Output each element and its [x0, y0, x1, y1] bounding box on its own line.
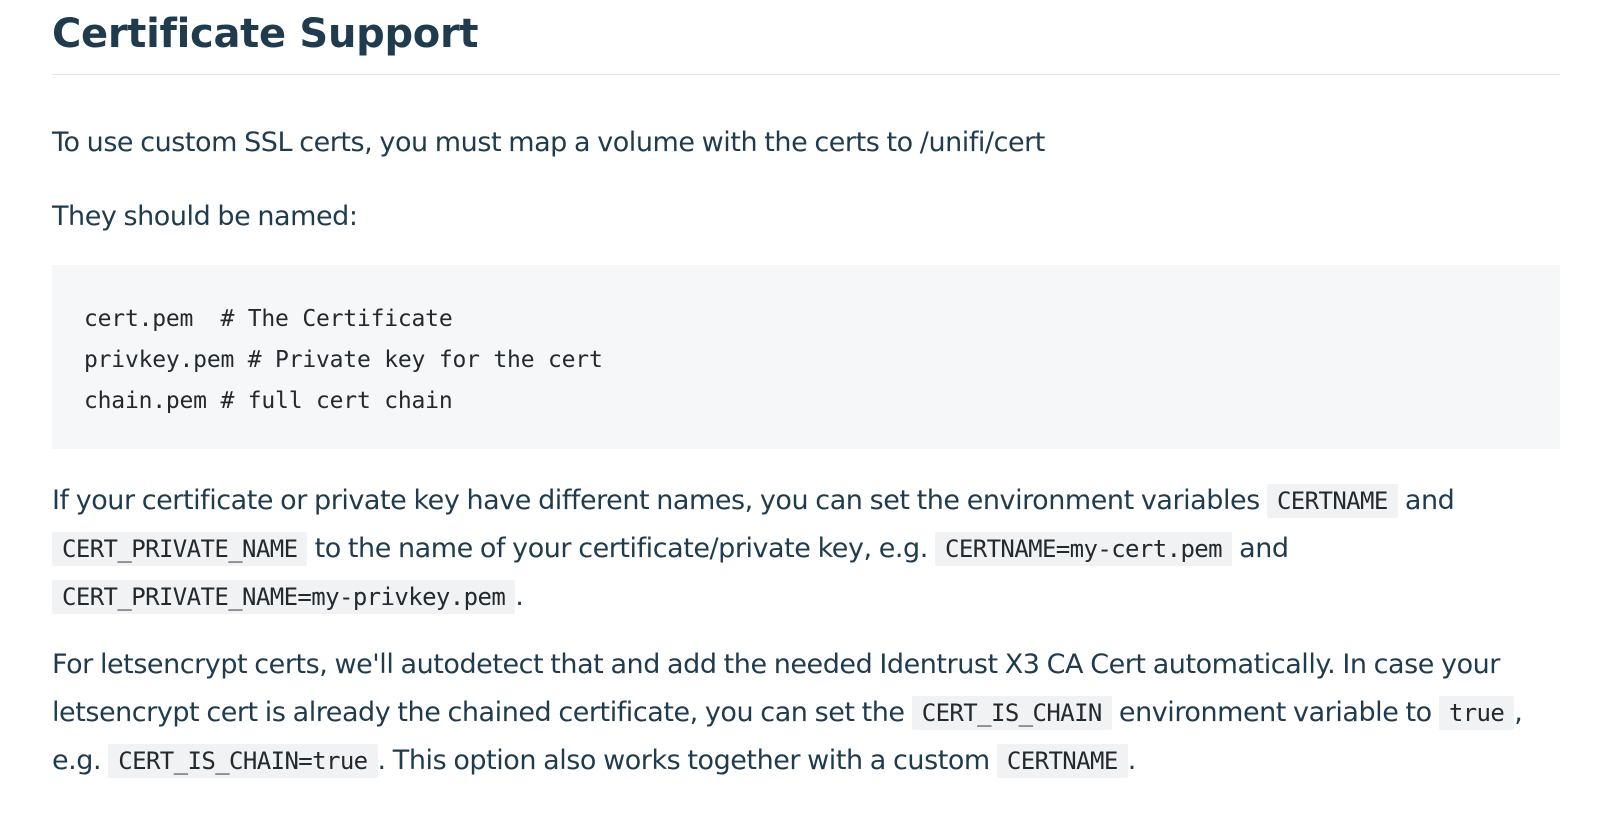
text: to the name of your certificate/private … [307, 533, 936, 564]
text: e.g. [52, 745, 109, 776]
inline-code: CERT_PRIVATE_NAME=my-privkey.pem [52, 580, 516, 614]
text: and [1397, 485, 1455, 516]
inline-code: CERT_IS_CHAIN [911, 696, 1112, 730]
letsencrypt-paragraph: For letsencrypt certs, we'll autodetect … [52, 641, 1560, 785]
heading-divider [52, 74, 1560, 75]
text: environment variable to [1111, 697, 1439, 728]
text: . This option also works together with a… [377, 745, 997, 776]
inline-code: CERT_IS_CHAIN=true [108, 744, 378, 778]
text: For letsencrypt certs, we'll autodetect … [52, 649, 1500, 680]
text: If your certificate or private key have … [52, 485, 1267, 516]
inline-code: CERT_PRIVATE_NAME [52, 532, 308, 566]
inline-code: true [1438, 696, 1515, 730]
text: and [1232, 533, 1289, 564]
section-heading: Certificate Support [52, 11, 479, 57]
env-names-paragraph: If your certificate or private key have … [52, 477, 1560, 621]
inline-code: CERTNAME=my-cert.pem [935, 532, 1233, 566]
inline-code: CERTNAME [1266, 484, 1398, 518]
text: . [515, 581, 524, 612]
code-block: cert.pem # The Certificate privkey.pem #… [52, 265, 1560, 449]
text: , [1514, 697, 1523, 728]
intro-paragraph: To use custom SSL certs, you must map a … [52, 127, 1045, 158]
code-line: privkey.pem # Private key for the cert [84, 347, 603, 373]
text: letsencrypt cert is already the chained … [52, 697, 912, 728]
text: . [1127, 745, 1137, 776]
naming-paragraph: They should be named: [52, 201, 358, 232]
inline-code: CERTNAME [996, 744, 1128, 778]
code-line: cert.pem # The Certificate [84, 306, 453, 332]
code-line: chain.pem # full cert chain [84, 388, 453, 414]
